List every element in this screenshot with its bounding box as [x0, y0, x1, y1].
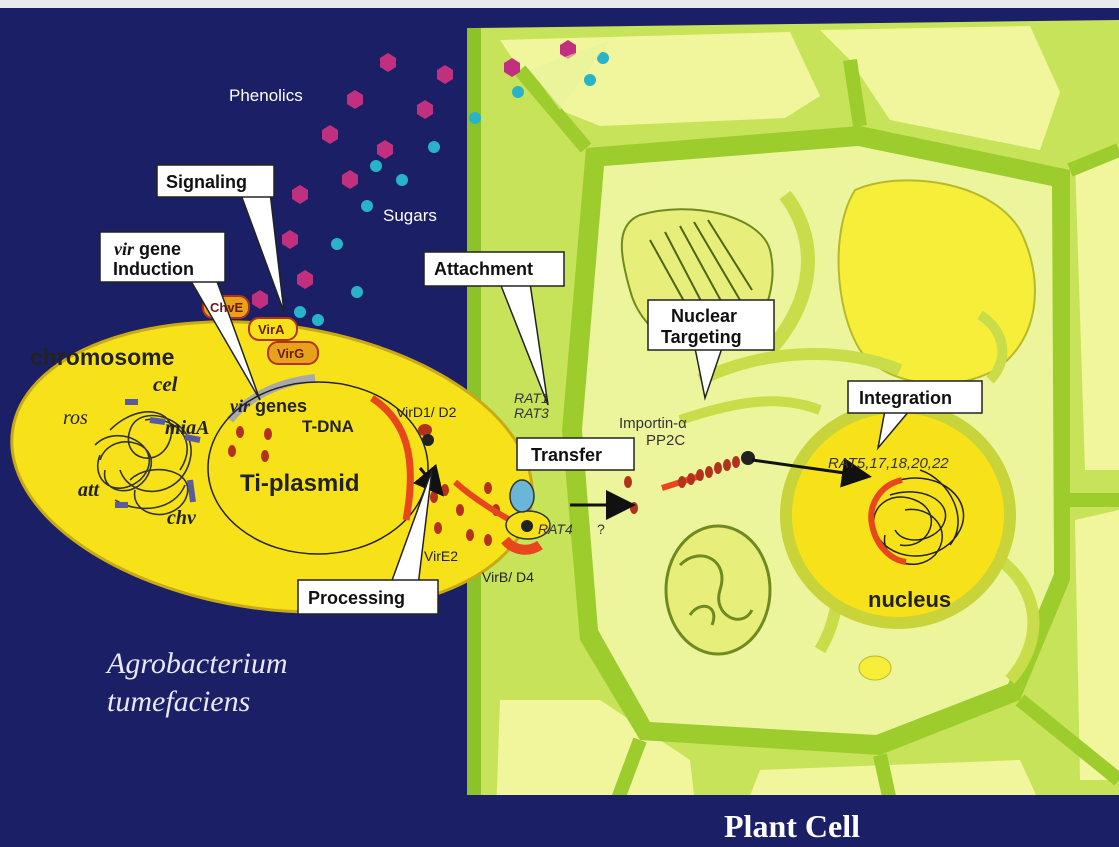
vir-genes-label: vir genes [230, 396, 307, 416]
agrobacterium-label-2: tumefaciens [107, 685, 250, 718]
rat1-label: RAT1 [514, 390, 549, 406]
pp2c-label: PP2C [646, 432, 685, 449]
plant-cell-label: Plant Cell [724, 808, 860, 844]
cel-label: cel [153, 372, 178, 396]
integration-label: Integration [859, 388, 952, 408]
plant-tissue [474, 20, 1119, 847]
processing-label: Processing [308, 588, 405, 608]
att-label: att [78, 479, 101, 501]
chromosome-label: chromosome [30, 344, 174, 370]
virb-d4-label: VirB/ D4 [482, 569, 534, 585]
attachment-label: Attachment [434, 259, 533, 279]
question-label: ? [597, 521, 605, 537]
sugars-label: Sugars [383, 206, 437, 225]
signaling-label: Signaling [166, 172, 247, 192]
t-dna-label: T-DNA [302, 417, 354, 436]
rat3-label: RAT3 [514, 405, 549, 421]
nuclear-targeting-label-1: Nuclear [671, 306, 737, 326]
ros-label: ros [63, 407, 88, 429]
importin-label: Importin-α [619, 415, 687, 432]
border-top [0, 0, 1119, 8]
mitochondrion [666, 526, 770, 654]
vird1-d2-label: VirD1/ D2 [396, 404, 457, 420]
chv-label: chv [167, 507, 197, 529]
vir-gene-induction-label-2: Induction [113, 259, 194, 279]
rat-list-label: RAT5,17,18,20,22 [828, 455, 949, 472]
vir-gene-induction-label: vir gene [114, 239, 181, 259]
agrobacterium-label-1: Agrobacterium [105, 647, 288, 680]
vira-label: VirA [258, 322, 285, 337]
nucleus-label: nucleus [868, 587, 951, 612]
virg-label: VirG [277, 346, 304, 361]
vire2-label: VirE2 [424, 548, 458, 564]
ti-plasmid-label: Ti-plasmid [240, 470, 360, 497]
nuclear-targeting-label-2: Targeting [661, 327, 742, 347]
transfer-label: Transfer [531, 445, 602, 465]
phenolics-label: Phenolics [229, 86, 303, 105]
chve-label: ChvE [210, 300, 244, 315]
rat4-label: RAT4 [538, 521, 573, 537]
miaA-label: miaA [165, 417, 209, 439]
